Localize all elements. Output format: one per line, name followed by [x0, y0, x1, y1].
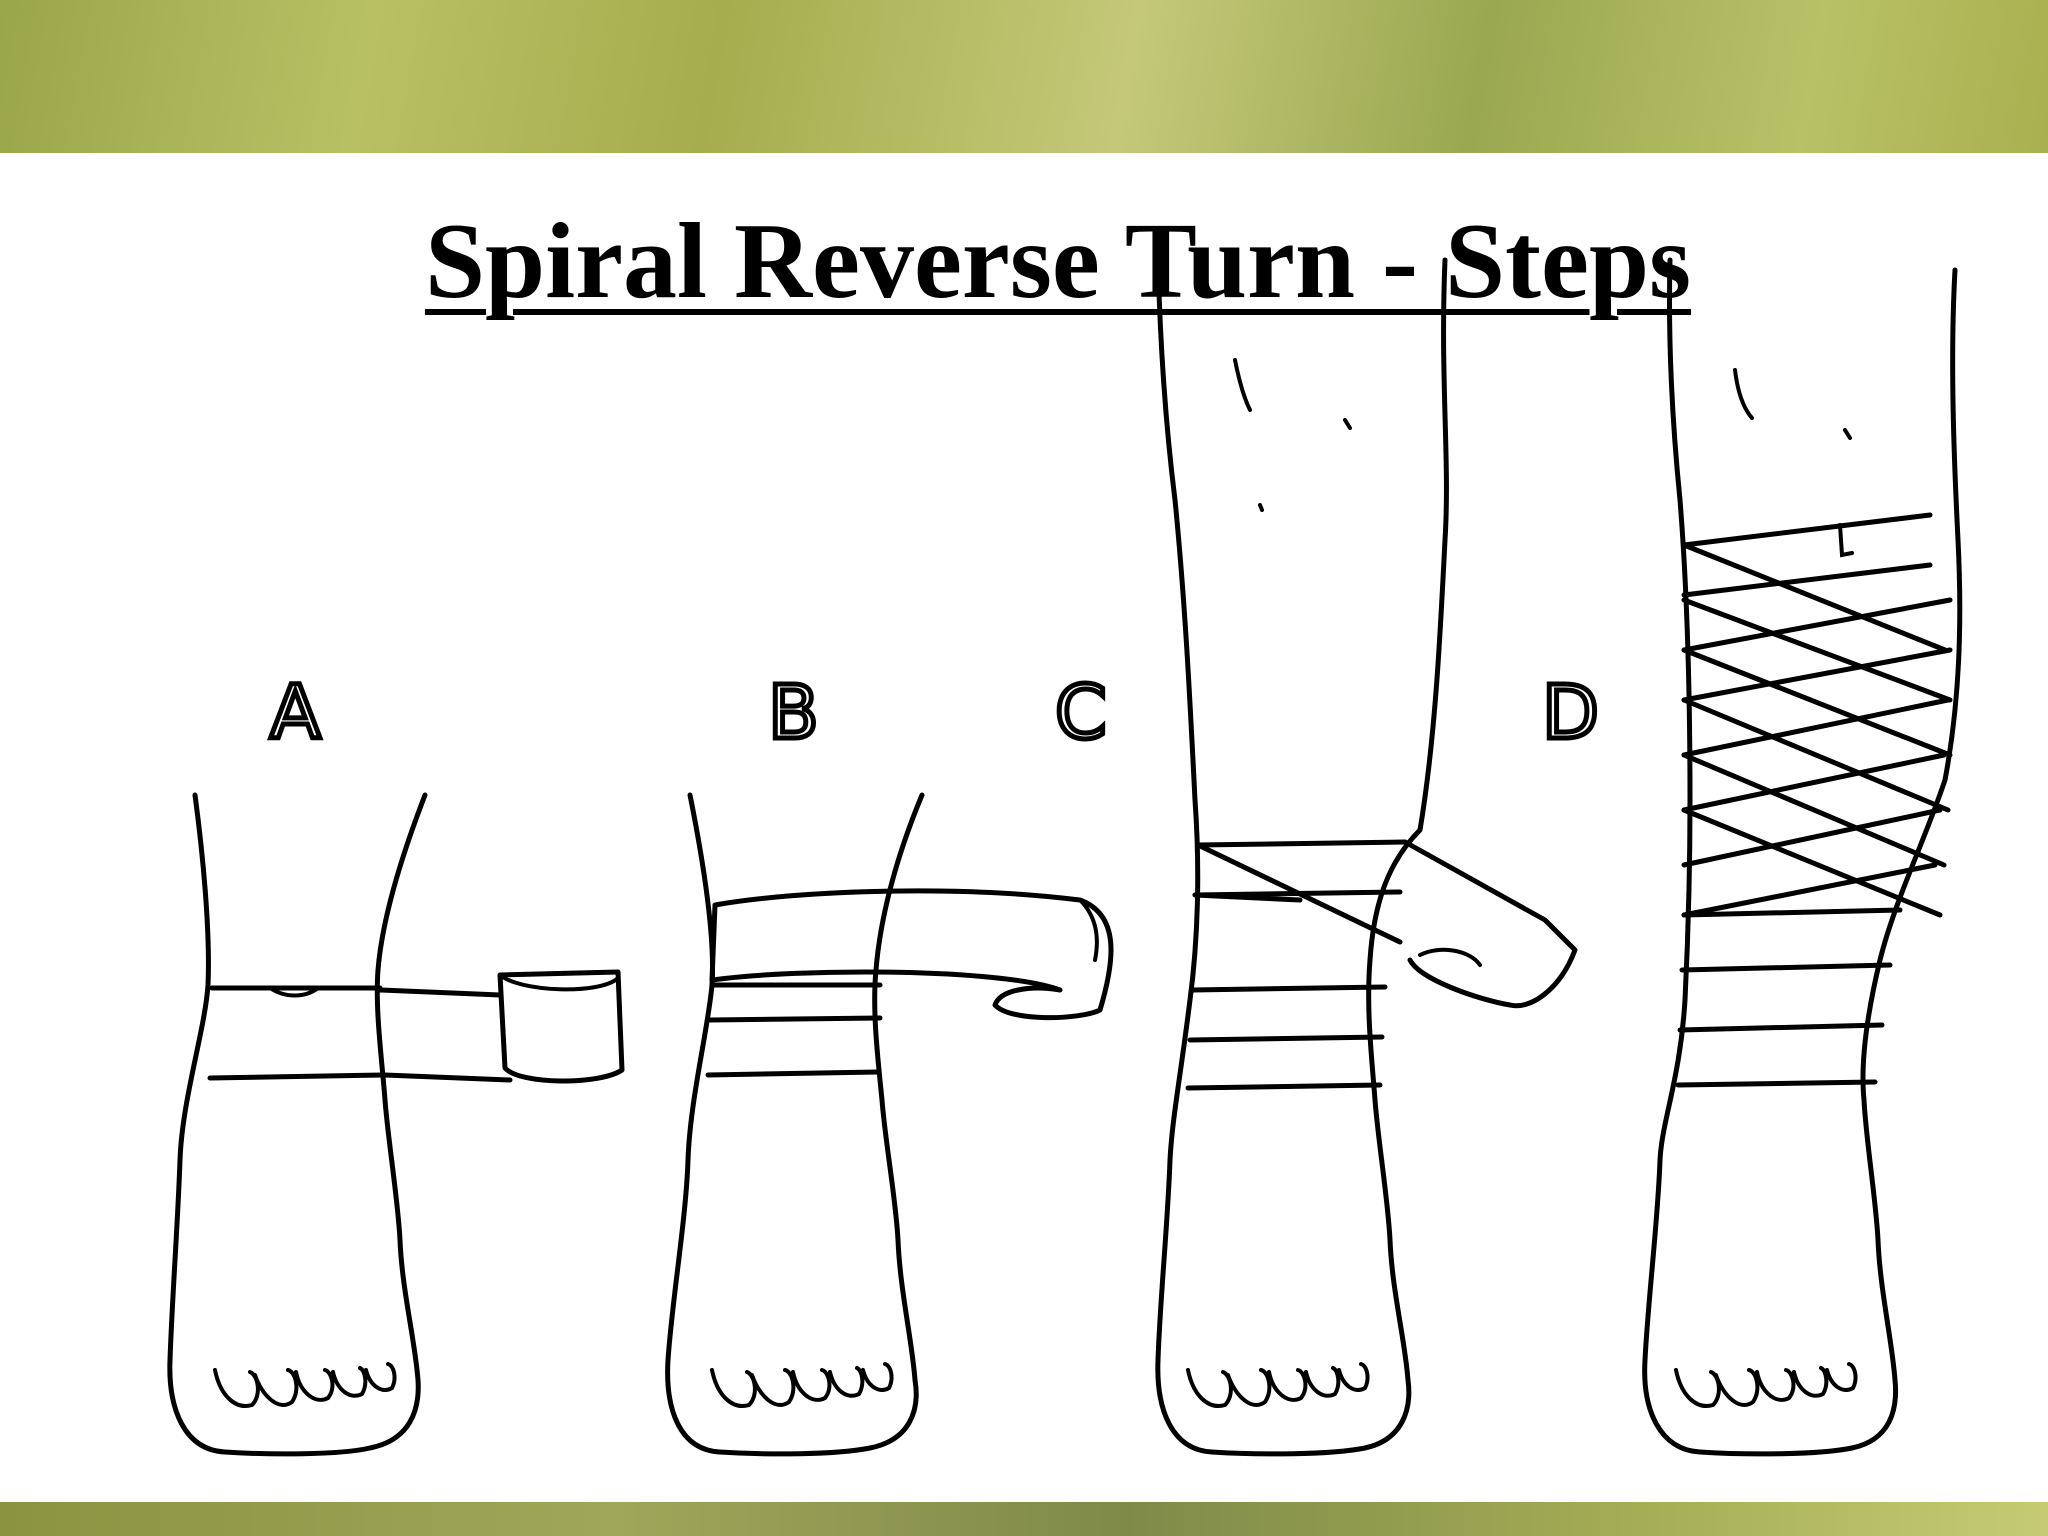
panel-b: B: [665, 668, 1114, 1457]
panel-d-label: D: [1542, 670, 1599, 756]
header-decoration-band: [0, 0, 2048, 153]
panel-d-bandage: [1675, 512, 1953, 1088]
panel-a-leg: [167, 792, 428, 1457]
panel-c-bandage: [1185, 839, 1578, 1091]
panel-b-leg: [665, 792, 925, 1457]
footer-decoration-band: [0, 1502, 2048, 1536]
panel-d: D: [1540, 257, 1963, 1457]
panel-b-label: B: [768, 670, 819, 756]
panel-c-label: C: [1055, 670, 1107, 756]
panel-c-leg: [1155, 257, 1449, 1457]
panel-a: A: [167, 668, 625, 1457]
panel-a-bandage: [207, 969, 625, 1084]
panel-a-label: A: [270, 670, 321, 756]
panel-c: C: [1053, 257, 1578, 1457]
slide-title: Spiral Reverse Turn - Steps: [424, 202, 1692, 321]
panel-b-bandage: [705, 888, 1114, 1078]
panel-d-leg: [1642, 257, 1963, 1457]
